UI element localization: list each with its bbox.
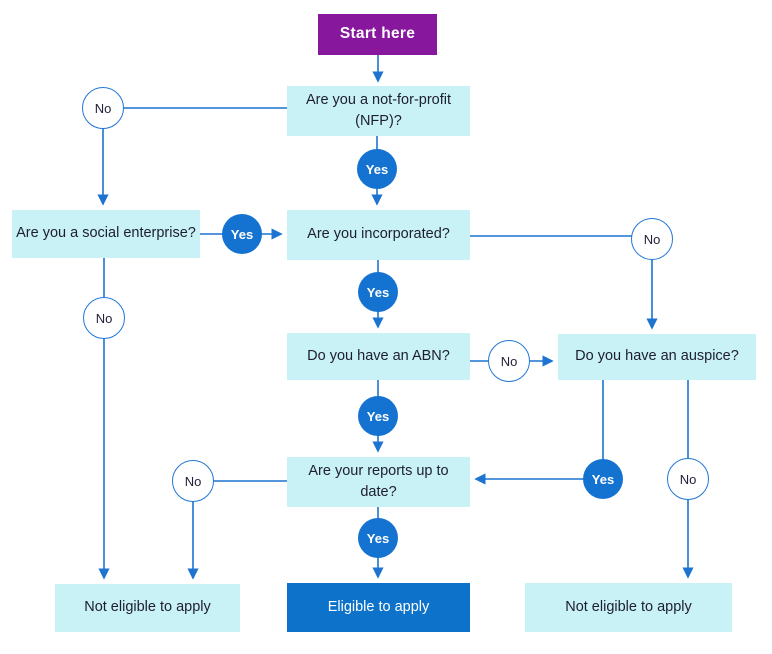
no-circle-abn: No bbox=[488, 340, 530, 382]
no-circle-social-enterprise: No bbox=[83, 297, 125, 339]
question-abn: Do you have an ABN? bbox=[287, 333, 470, 380]
yes-circle-reports: Yes bbox=[358, 518, 398, 558]
question-reports-up-to-date: Are your reports up to date? bbox=[287, 457, 470, 507]
start-node: Start here bbox=[318, 14, 437, 55]
no-circle-auspice: No bbox=[667, 458, 709, 500]
yes-circle-nfp: Yes bbox=[357, 149, 397, 189]
yes-circle-abn: Yes bbox=[358, 396, 398, 436]
outcome-not-eligible-left: Not eligible to apply bbox=[55, 584, 240, 632]
no-circle-reports: No bbox=[172, 460, 214, 502]
outcome-eligible: Eligible to apply bbox=[287, 583, 470, 632]
question-auspice: Do you have an auspice? bbox=[558, 334, 756, 380]
yes-circle-auspice: Yes bbox=[583, 459, 623, 499]
no-circle-incorporated: No bbox=[631, 218, 673, 260]
outcome-not-eligible-right: Not eligible to apply bbox=[525, 583, 732, 632]
yes-circle-social-enterprise: Yes bbox=[222, 214, 262, 254]
no-circle-nfp: No bbox=[82, 87, 124, 129]
question-nfp: Are you a not-for-profit (NFP)? bbox=[287, 86, 470, 136]
question-incorporated: Are you incorporated? bbox=[287, 210, 470, 260]
question-social-enterprise: Are you a social enterprise? bbox=[12, 210, 200, 258]
yes-circle-incorporated: Yes bbox=[358, 272, 398, 312]
